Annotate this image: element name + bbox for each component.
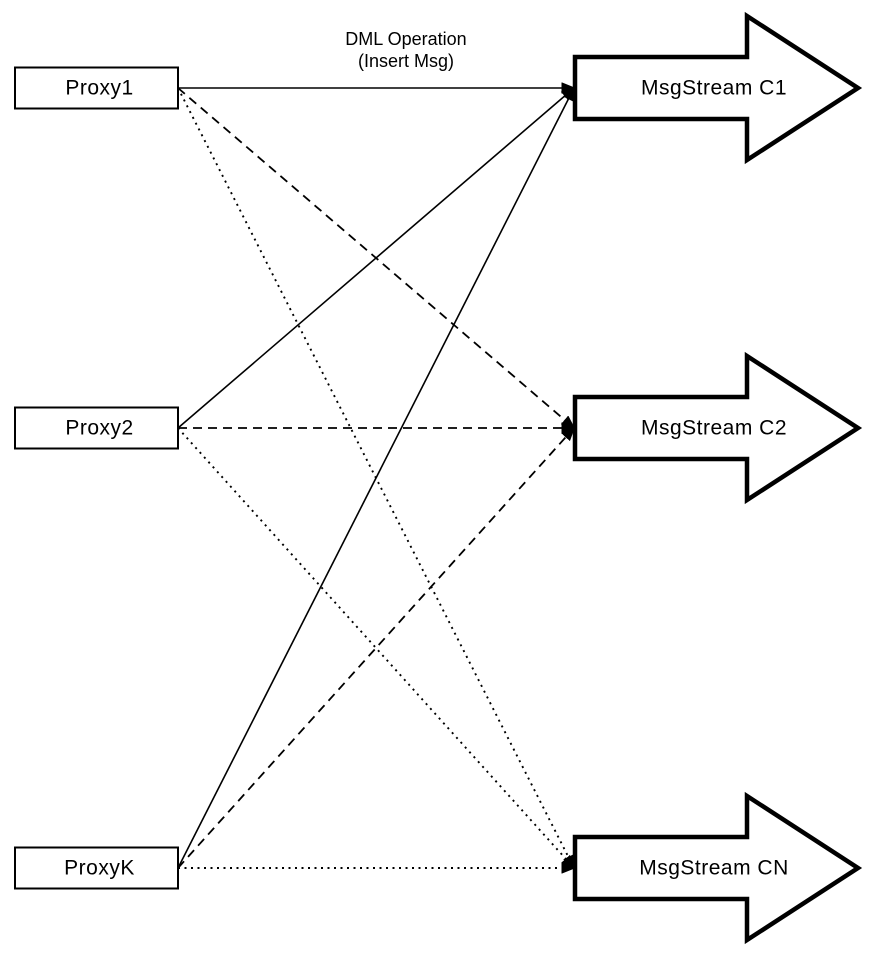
msgstream-label: MsgStream C1 — [641, 77, 787, 100]
msgstream-label: MsgStream C2 — [641, 417, 787, 440]
proxy-box — [14, 406, 179, 450]
title-line-2: (Insert Msg) — [358, 51, 454, 71]
msgstream-node-cn: MsgStream CN — [572, 791, 863, 945]
proxy-label: Proxy2 — [65, 417, 133, 440]
proxy-label: ProxyK — [64, 857, 135, 880]
edges-layer — [177, 88, 574, 869]
proxy-label: Proxy1 — [65, 77, 133, 100]
edge-proxyk-to-c2-dashed — [177, 428, 574, 869]
msgstream-label: MsgStream CN — [639, 857, 789, 880]
title-line-1: DML Operation — [345, 29, 466, 49]
msgstream-node-c2: MsgStream C2 — [572, 351, 863, 505]
msgstream-node-c1: MsgStream C1 — [572, 11, 863, 165]
proxy-node-proxy2: Proxy2 — [14, 406, 179, 450]
proxy-node-proxyk: ProxyK — [14, 846, 179, 890]
edge-proxyk-to-c1-solid — [177, 88, 574, 869]
diagram-title: DML Operation (Insert Msg) — [345, 29, 466, 71]
edge-proxy2-to-c1-solid — [177, 88, 574, 429]
proxy-box — [14, 66, 179, 110]
proxy-node-proxy1: Proxy1 — [14, 66, 179, 110]
msgstream-arrow-shape — [572, 11, 863, 165]
proxy-box — [14, 846, 179, 890]
edge-proxy2-to-cn-dotted — [177, 427, 574, 868]
msgstream-arrow-shape — [572, 351, 863, 505]
msgstream-arrow-shape — [572, 791, 863, 945]
